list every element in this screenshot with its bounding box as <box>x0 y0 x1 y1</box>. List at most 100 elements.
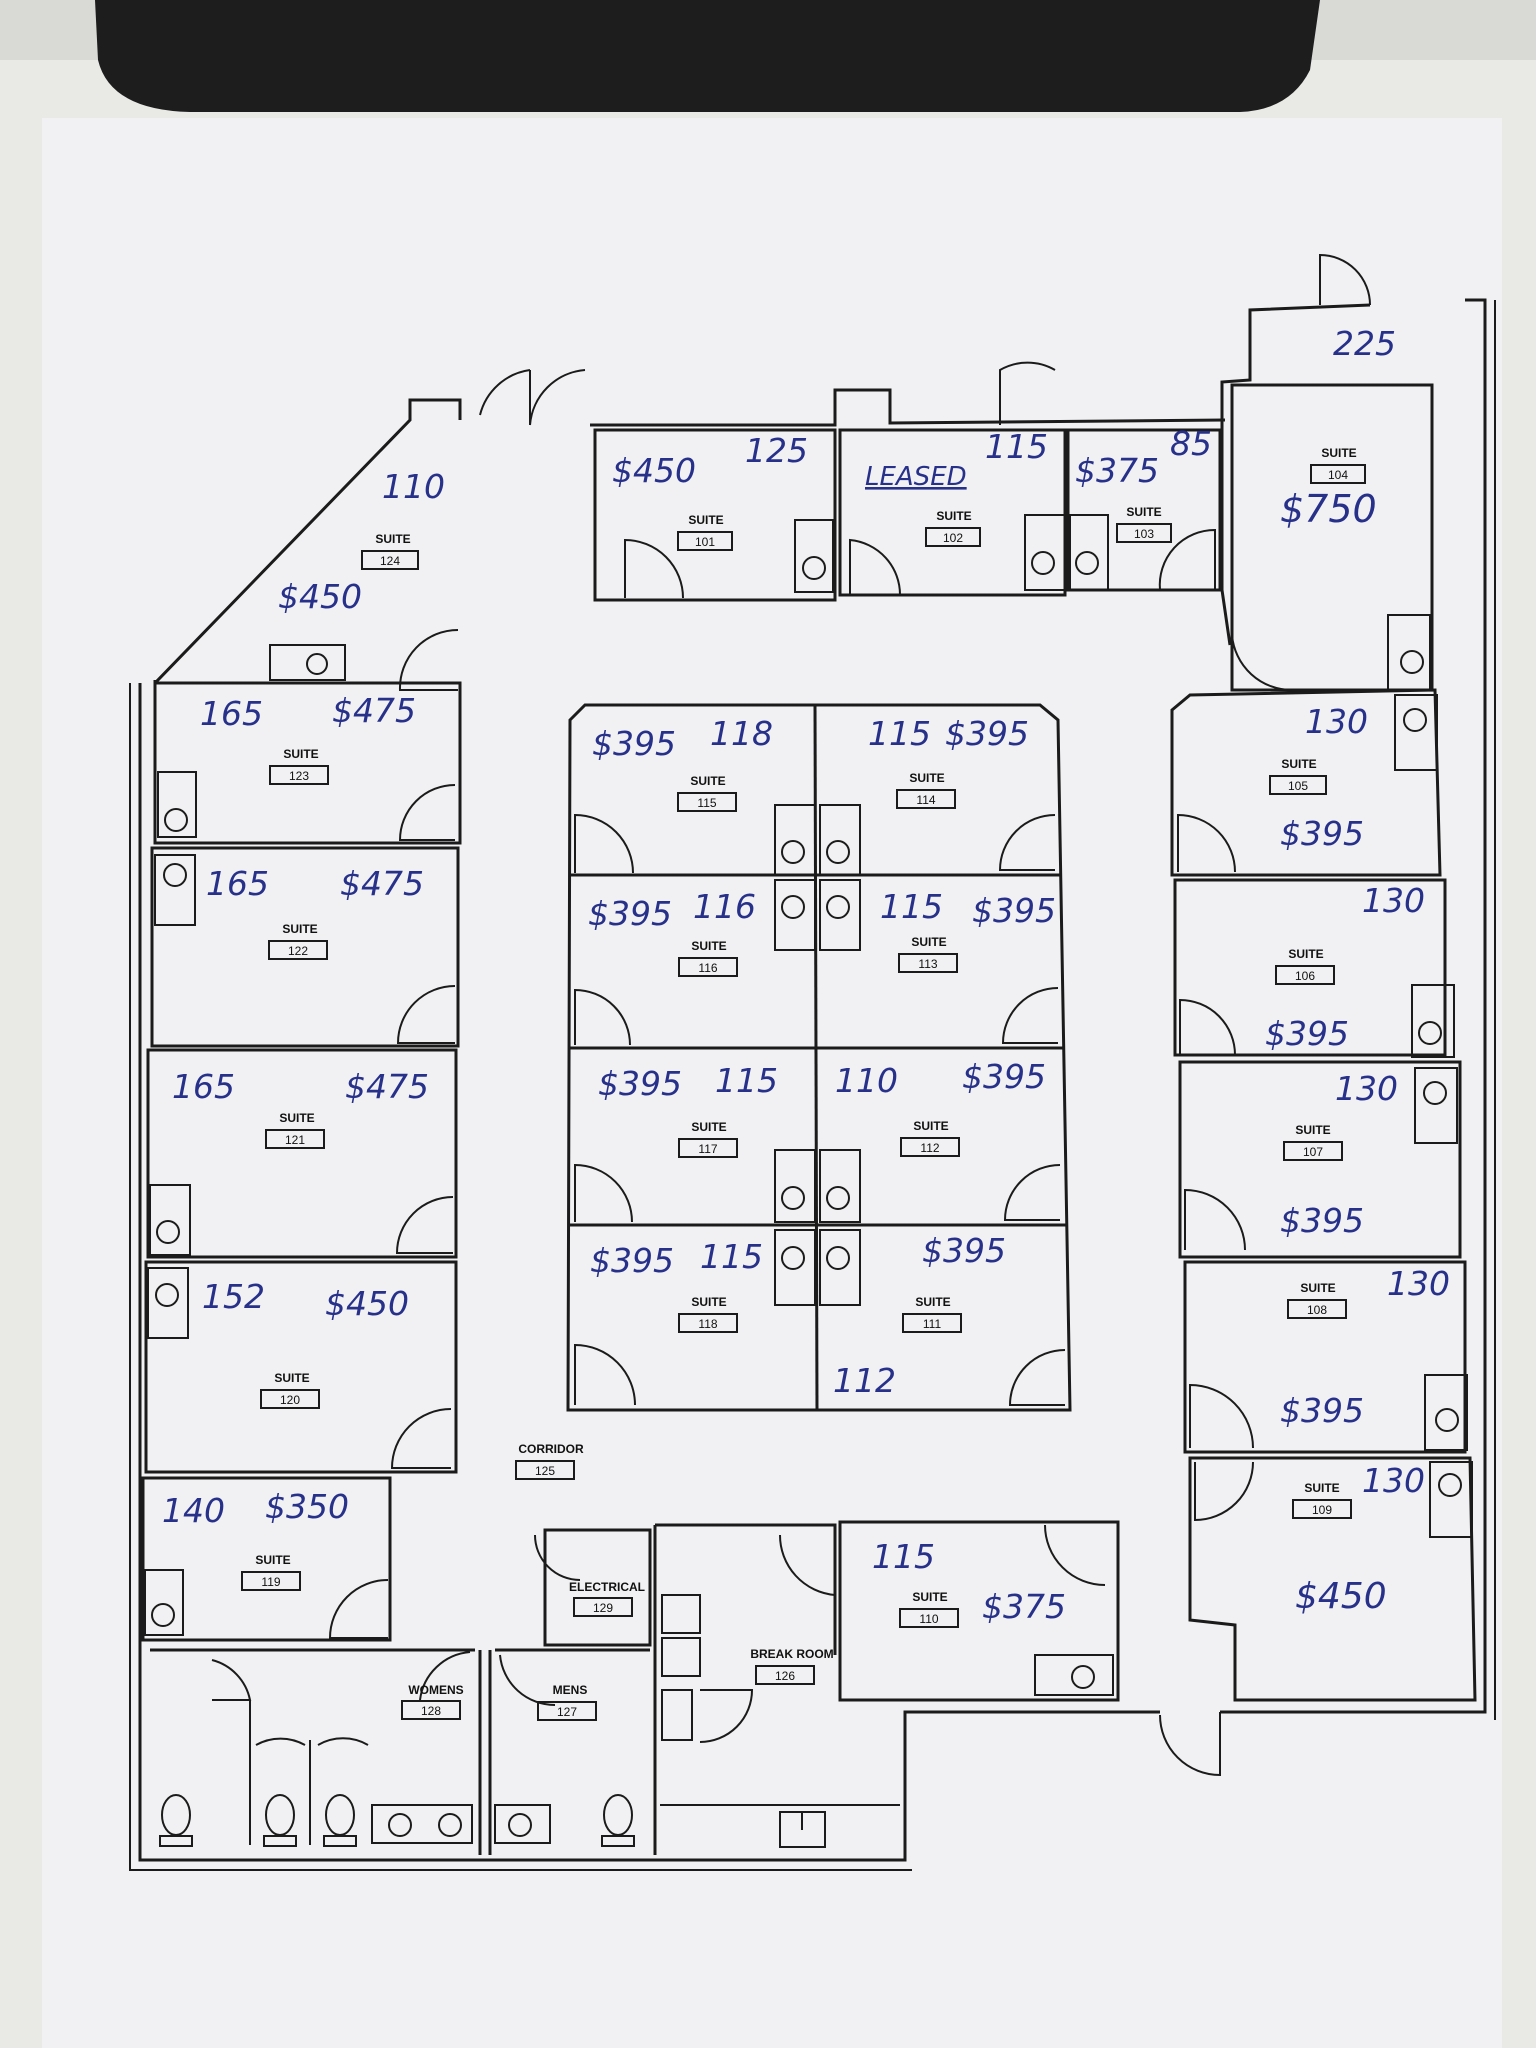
size-123: 165 <box>200 694 263 733</box>
size-104: 225 <box>1333 324 1396 363</box>
price-105: $395 <box>1280 814 1364 853</box>
size-124: 110 <box>382 467 445 506</box>
sink-icon <box>1411 984 1455 1058</box>
size-111: 112 <box>833 1361 896 1400</box>
price-116: $395 <box>588 894 672 933</box>
size-122: 165 <box>206 864 269 903</box>
price-112: $395 <box>962 1057 1046 1096</box>
price-114: $395 <box>945 714 1029 753</box>
size-107: 130 <box>1335 1069 1398 1108</box>
size-103: 85 <box>1170 424 1212 463</box>
sink-icon <box>1387 614 1431 691</box>
svg-text:115: 115 <box>697 796 716 810</box>
sink-icon <box>774 804 816 876</box>
svg-text:SUITE: SUITE <box>691 1295 726 1309</box>
svg-text:SUITE: SUITE <box>915 1295 950 1309</box>
size-108: 130 <box>1387 1264 1450 1303</box>
svg-text:106: 106 <box>1295 969 1315 983</box>
sink-icon <box>269 644 346 681</box>
sink-icon <box>819 1229 861 1306</box>
handwritten-notes: 125 $450 115 LEASED 85 $375 225 $750 110… <box>162 324 1450 1626</box>
svg-text:SUITE: SUITE <box>1321 446 1356 460</box>
suite-108-label: SUITE 108 <box>1287 1281 1347 1319</box>
toilet-icon <box>601 1794 635 1847</box>
size-121: 165 <box>172 1067 235 1106</box>
sink-icon <box>1424 1374 1468 1451</box>
svg-text:SUITE: SUITE <box>274 1371 309 1385</box>
sink-icon <box>819 1149 861 1223</box>
svg-text:SUITE: SUITE <box>1300 1281 1335 1295</box>
svg-text:SUITE: SUITE <box>911 935 946 949</box>
price-123: $475 <box>332 691 416 730</box>
price-117: $395 <box>598 1064 682 1103</box>
svg-text:126: 126 <box>775 1669 795 1683</box>
suite-104-label: SUITE 104 <box>1310 446 1366 484</box>
svg-text:119: 119 <box>261 1575 280 1589</box>
svg-text:125: 125 <box>535 1464 555 1478</box>
sink-icon <box>1414 1067 1458 1144</box>
sink-icon <box>157 771 197 838</box>
svg-text:102: 102 <box>943 531 963 545</box>
sink-icon <box>1394 694 1438 771</box>
price-104: $750 <box>1280 487 1377 531</box>
size-119: 140 <box>162 1491 225 1530</box>
suite-118-label: SUITE 118 <box>678 1295 738 1333</box>
svg-text:SUITE: SUITE <box>691 1120 726 1134</box>
sink-icon <box>1069 514 1109 591</box>
price-107: $395 <box>1280 1201 1364 1240</box>
svg-text:122: 122 <box>288 944 308 958</box>
svg-text:SUITE: SUITE <box>909 771 944 785</box>
sink-icon <box>1024 514 1066 591</box>
svg-text:127: 127 <box>557 1705 577 1719</box>
svg-text:SUITE: SUITE <box>1304 1481 1339 1495</box>
sink-icon <box>774 1149 816 1223</box>
svg-text:SUITE: SUITE <box>1281 757 1316 771</box>
svg-text:108: 108 <box>1307 1303 1327 1317</box>
price-119: $350 <box>265 1487 349 1526</box>
svg-text:118: 118 <box>698 1317 717 1331</box>
size-101: 125 <box>745 431 808 470</box>
svg-text:WOMENS: WOMENS <box>408 1683 463 1697</box>
price-109: $450 <box>1295 1576 1387 1617</box>
note-102-leased: LEASED <box>865 462 967 492</box>
sink-icon <box>779 1811 826 1848</box>
price-111: $395 <box>922 1231 1006 1270</box>
svg-text:104: 104 <box>1328 468 1348 482</box>
size-118: 115 <box>700 1237 763 1276</box>
toilet-icon <box>323 1794 357 1847</box>
sink-icon <box>1034 1654 1114 1696</box>
price-101: $450 <box>612 451 696 490</box>
svg-text:121: 121 <box>285 1133 305 1147</box>
price-115: $395 <box>592 724 676 763</box>
size-117: 115 <box>715 1061 778 1100</box>
svg-text:SUITE: SUITE <box>282 922 317 936</box>
suite-122-label: SUITE 122 <box>268 922 328 960</box>
svg-text:BREAK ROOM: BREAK ROOM <box>750 1647 833 1661</box>
sink-icon <box>149 1184 191 1256</box>
fixtures <box>144 514 1473 1848</box>
size-106: 130 <box>1362 881 1425 920</box>
sink-icon <box>147 1267 189 1339</box>
price-103: $375 <box>1075 451 1159 490</box>
sink-icon <box>774 879 816 951</box>
svg-text:103: 103 <box>1134 527 1154 541</box>
